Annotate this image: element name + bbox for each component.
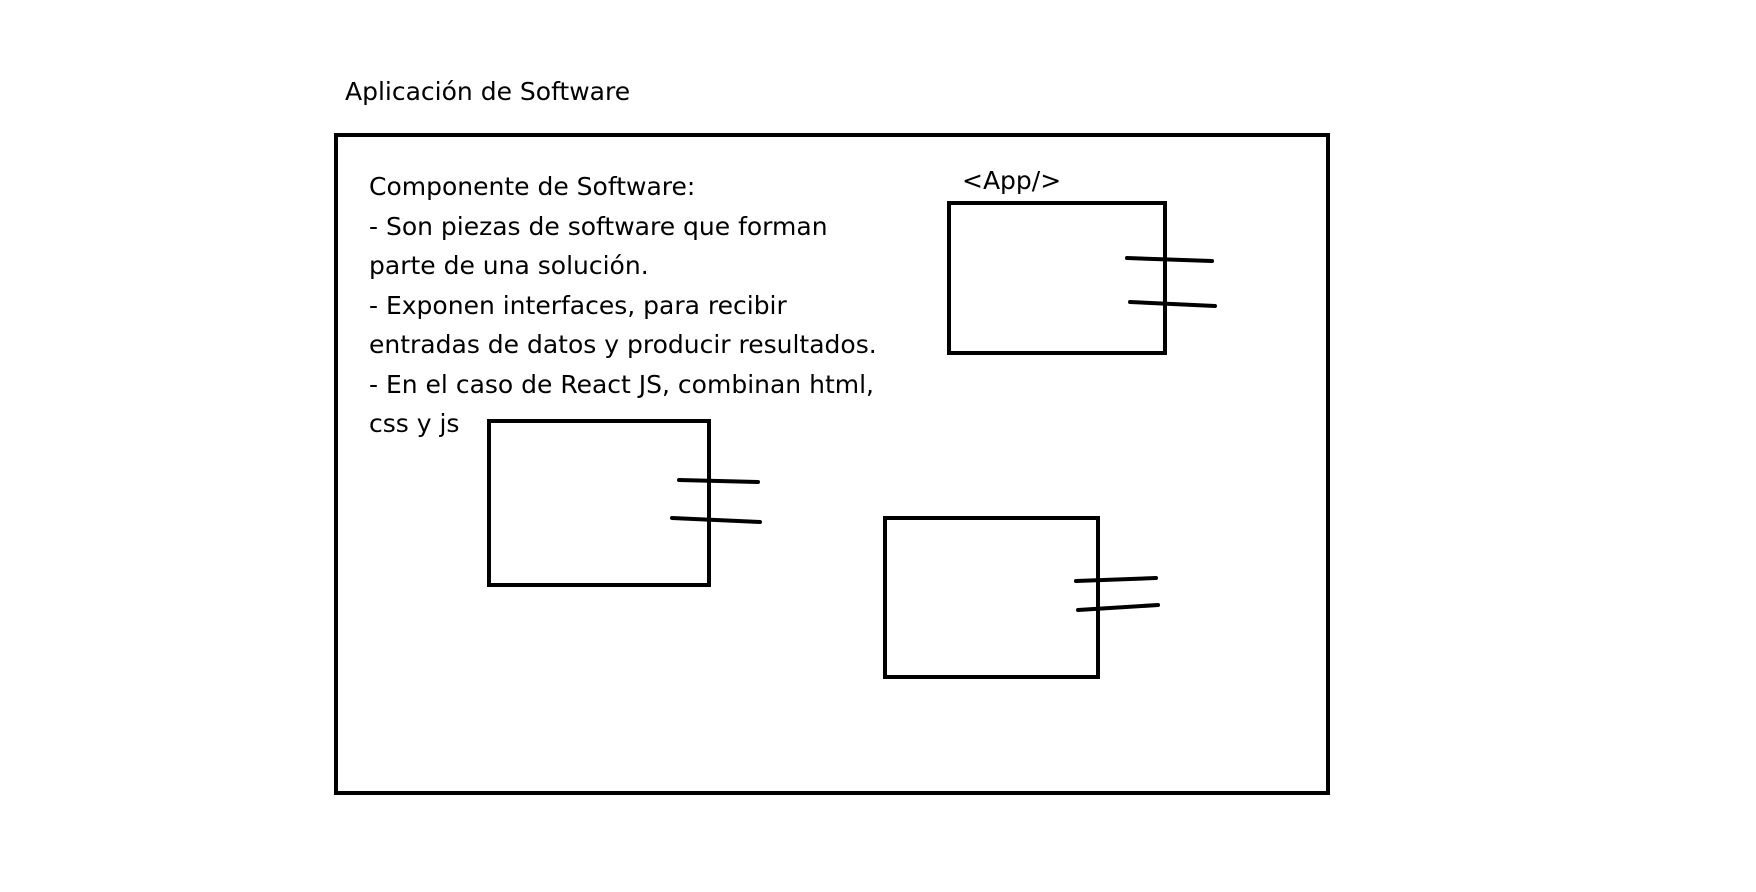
component-description: Componente de Software: - Son piezas de … bbox=[369, 167, 877, 444]
description-line: - Son piezas de software que forman bbox=[369, 211, 828, 241]
description-line: - Exponen interfaces, para recibir bbox=[369, 290, 787, 320]
description-line: entradas de datos y producir resultados. bbox=[369, 330, 877, 359]
left-component-box bbox=[487, 419, 711, 587]
left-component-interface-lower bbox=[670, 516, 762, 524]
description-line: parte de una solución. bbox=[369, 251, 649, 280]
app-component-label: <App/> bbox=[962, 166, 1062, 195]
application-container bbox=[334, 133, 1330, 795]
right-component-interface-upper bbox=[1074, 576, 1158, 583]
application-title: Aplicación de Software bbox=[345, 77, 631, 106]
right-component-box bbox=[883, 516, 1100, 679]
app-component-interface-lower bbox=[1128, 300, 1217, 308]
description-line: - En el caso de React JS, combinan html, bbox=[369, 369, 874, 399]
app-component-interface-upper bbox=[1125, 256, 1214, 263]
right-component-interface-lower bbox=[1076, 603, 1160, 612]
description-line: css y js bbox=[369, 409, 460, 438]
left-component-interface-upper bbox=[677, 478, 760, 484]
description-line: Componente de Software: bbox=[369, 172, 696, 201]
app-component-box bbox=[947, 201, 1167, 355]
